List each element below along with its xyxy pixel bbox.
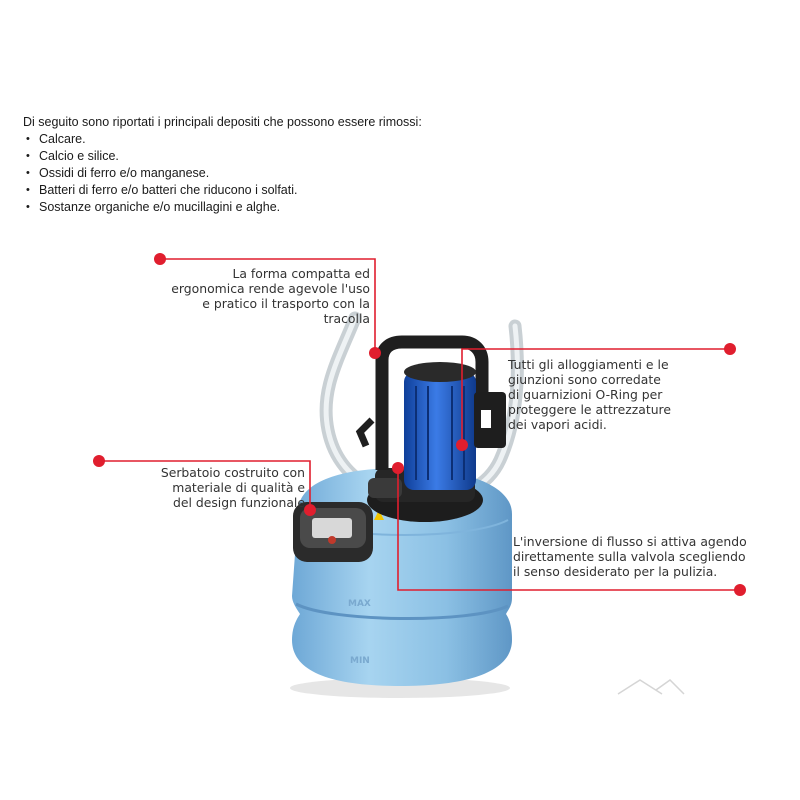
dot-oring-start — [724, 343, 736, 355]
callout-leaders — [99, 258, 740, 591]
callout-line: e pratico il trasporto con la — [202, 296, 370, 311]
callout-line: direttamente sulla valvola scegliendo — [513, 549, 746, 564]
list-item: Batteri di ferro e/o batteri che riducon… — [23, 182, 422, 199]
leader-tank — [99, 460, 311, 510]
dot-flow-start — [392, 462, 404, 474]
intro-section: Di seguito sono riportati i principali d… — [23, 114, 422, 216]
callout-line: Tutti gli alloggiamenti e le — [508, 357, 669, 372]
handle-clip — [355, 417, 375, 448]
dot-handle-start — [154, 253, 166, 265]
callout-line: L'inversione di flusso si attiva agendo — [513, 534, 747, 549]
dot-flow-end — [734, 584, 746, 596]
motor-housing — [404, 372, 476, 490]
dot-oring-end — [456, 439, 468, 451]
callout-line: La forma compatta ed — [232, 266, 370, 281]
list-item: Calcio e silice. — [23, 148, 422, 165]
callout-flow-text: L'inversione di flusso si attiva agendo … — [513, 534, 773, 579]
leader-flow — [397, 468, 740, 591]
terminal-sticker — [481, 410, 491, 428]
callout-line: Serbatoio costruito con — [160, 465, 305, 480]
carry-handle — [375, 335, 489, 470]
list-item: Calcare. — [23, 131, 422, 148]
valve-body — [368, 478, 402, 498]
hose-left — [319, 311, 379, 495]
list-item: Ossidi di ferro e/o manganese. — [23, 165, 422, 182]
callout-dots — [93, 253, 746, 596]
filler-cap-label — [312, 518, 352, 538]
callout-line: materiale di qualità e — [172, 480, 305, 495]
warning-label — [374, 510, 384, 520]
chevron-up-icon — [655, 679, 685, 695]
callout-line: giunzioni sono corredate — [508, 372, 661, 387]
dot-tank-start — [93, 455, 105, 467]
callout-oring-text: Tutti gli alloggiamenti e le giunzioni s… — [508, 357, 718, 432]
callout-line: il senso desiderato per la pulizia. — [513, 564, 718, 579]
callout-tank-text: Serbatoio costruito con materiale di qua… — [110, 465, 305, 510]
leader-oring — [461, 348, 730, 445]
tank-max-mark: MAX — [348, 599, 371, 609]
intro-heading: Di seguito sono riportati i principali d… — [23, 115, 422, 129]
callout-line: ergonomica rende agevole l'uso — [171, 281, 370, 296]
callout-line: proteggere le attrezzature — [508, 402, 672, 417]
dot-tank-end — [304, 504, 316, 516]
deposits-list: Calcare. Calcio e silice. Ossidi di ferr… — [23, 131, 422, 216]
chevron-up-icon — [617, 679, 663, 695]
callout-line: tracolla — [323, 311, 370, 326]
tank-shadow — [290, 678, 510, 698]
callout-line: del design funzionale — [172, 495, 305, 510]
tank-rib — [295, 602, 509, 621]
callout-handle-text: La forma compatta ed ergonomica rende ag… — [160, 266, 370, 326]
cap-knob — [328, 536, 336, 544]
list-item: Sostanze organiche e/o mucillagini e alg… — [23, 199, 422, 216]
callout-line: di guarnizioni O-Ring per — [508, 387, 663, 402]
dot-handle-end — [369, 347, 381, 359]
tank-min-mark: MIN — [350, 656, 370, 666]
motor-fan-cap — [404, 362, 476, 382]
callout-line: dei vapori acidi. — [508, 417, 607, 432]
leader-handle — [160, 258, 376, 353]
